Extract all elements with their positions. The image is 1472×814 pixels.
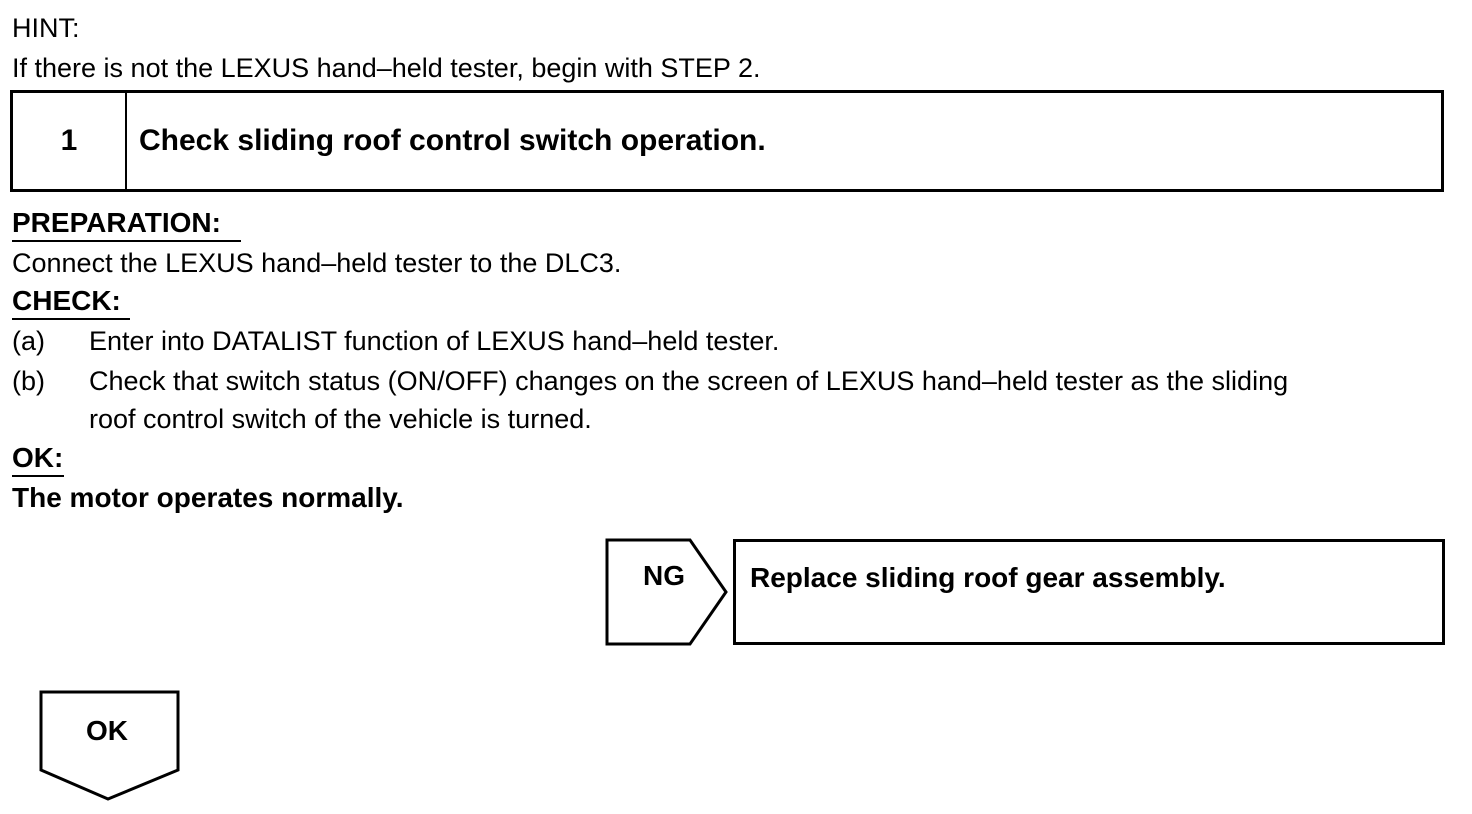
step-header-box: 1 Check sliding roof control switch oper…	[10, 90, 1444, 192]
check-item-a-marker: (a)	[12, 326, 45, 356]
ok-branch-label: OK	[86, 715, 128, 746]
ok-spec-label: OK:	[12, 442, 64, 473]
check-label: CHECK:	[12, 285, 121, 316]
check-underline	[12, 318, 130, 320]
ok-spec-text: The motor operates normally.	[12, 482, 404, 513]
step-divider	[125, 93, 127, 189]
check-item-b-marker: (b)	[12, 366, 45, 396]
check-item-b-text-line2: roof control switch of the vehicle is tu…	[89, 404, 592, 434]
preparation-underline	[12, 240, 241, 242]
ok-spec-underline	[12, 475, 64, 477]
preparation-text: Connect the LEXUS hand–held tester to th…	[12, 248, 622, 278]
ok-arrow-down-icon	[39, 690, 180, 801]
hint-text: If there is not the LEXUS hand–held test…	[12, 53, 761, 83]
step-number: 1	[60, 124, 78, 157]
ng-action-text: Replace sliding roof gear assembly.	[750, 562, 1226, 593]
check-item-b-text-line1: Check that switch status (ON/OFF) change…	[89, 366, 1289, 396]
check-item-a-text: Enter into DATALIST function of LEXUS ha…	[89, 326, 780, 356]
step-title: Check sliding roof control switch operat…	[139, 124, 766, 157]
preparation-label: PREPARATION:	[12, 207, 221, 238]
ng-action-box: Replace sliding roof gear assembly.	[733, 539, 1445, 645]
ng-arrow-icon	[605, 538, 728, 646]
ng-label: NG	[643, 560, 685, 591]
hint-label: HINT:	[12, 13, 80, 43]
